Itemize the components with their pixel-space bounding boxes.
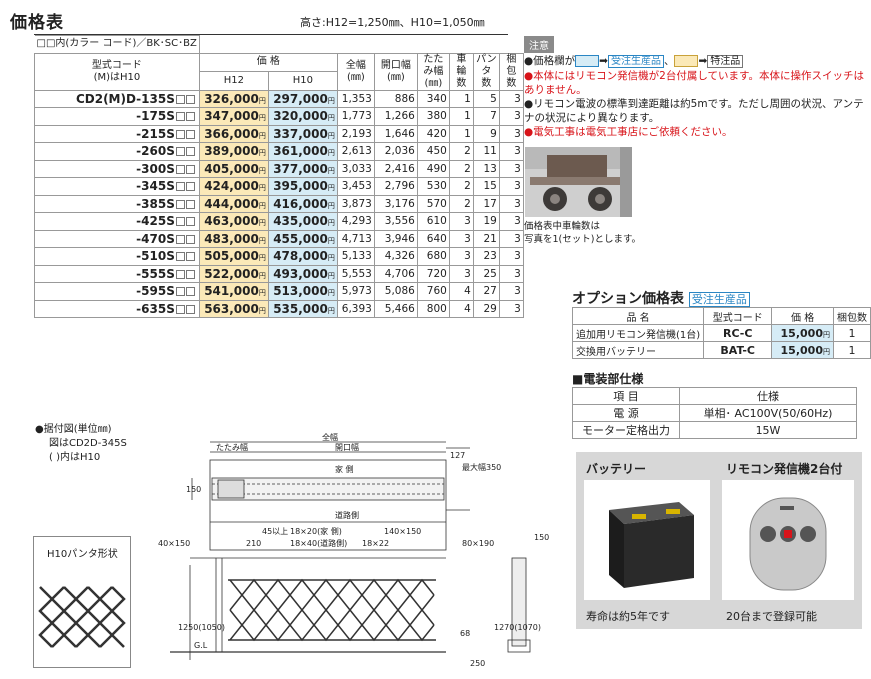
height-note: 高さ:H12=1,250㎜、H10=1,050㎜ [300, 16, 485, 29]
remote-label: リモコン発信機2台付 [726, 462, 843, 476]
panta-shape-box [33, 536, 131, 668]
label-210: 210 [246, 539, 261, 548]
label-350: 最大幅350 [462, 462, 501, 472]
title-rule [34, 34, 508, 35]
option-table: 品 名 型式コード 価 格 梱包数 追加用リモコン発信機(1台) RC-C 15… [571, 307, 871, 359]
label-45: 45以上 [262, 527, 288, 536]
notes-line2: ●本体にはリモコン発信機が2台付属しています。本体に操作スイッチはありません。 [524, 70, 864, 96]
notes-line3: ●リモコン電波の標準到達距離は約5mです。ただし周囲の状況、アンテナの状況により… [524, 98, 864, 124]
label-127: 127 [450, 451, 465, 460]
wheels-header: 車輪 数 [448, 52, 474, 91]
photo-caption: 価格表中車輪数は 写真を1(セット)とします。 [524, 221, 642, 245]
label-zenpuku: 全幅 [322, 432, 338, 442]
opening-header: 開口幅 (㎜) [373, 52, 418, 91]
label-tatami: たたみ幅 [216, 442, 248, 452]
remote-image [722, 480, 854, 600]
label-80x190: 80×190 [462, 539, 494, 548]
price-table: □□内(カラー コード)／BK･SC･BZ 型式コード(M)はH10 価 格 全… [34, 35, 524, 318]
label-kaiko: 開口幅 [335, 442, 359, 452]
label-140x150: 140×150 [384, 527, 421, 536]
label-150b: 150 [534, 533, 549, 542]
label-250: 250 [470, 659, 485, 668]
label-18x40: 18×40(道路側) [290, 538, 347, 548]
label-gl: G.L [194, 641, 208, 650]
label-18x20: 18×20(家 側) [290, 526, 342, 536]
label-1250: 1250(1050) [178, 623, 225, 632]
chip-blue [575, 55, 600, 67]
model-header: 型式コード(M)はH10 [34, 52, 200, 91]
wheel-photo [525, 147, 632, 217]
label-40x150: 40×150 [158, 539, 190, 548]
label-ie: 家 側 [335, 464, 354, 474]
battery-caption: 寿命は約5年です [586, 610, 670, 623]
label-150: 150 [186, 485, 201, 494]
page-title: 価格表 [10, 13, 64, 33]
battery-label: バッテリー [586, 462, 647, 476]
panta-header: パンタ 数 [472, 52, 500, 91]
notice-tag: 注意 [524, 36, 554, 53]
panta-shape-label: H10パンタ形状 [47, 549, 118, 560]
notes: ●価格欄が➡受注生産品、➡特注品 ●本体にはリモコン発信機が2台付属しています。… [524, 54, 864, 139]
spec-title: ■電装部仕様 [572, 372, 644, 386]
chip-yellow [674, 55, 699, 67]
label-18x22: 18×22 [362, 539, 389, 548]
installation-drawing: 全幅 たたみ幅 開口幅 家 側 道路側 150 127 最大幅350 45以上 … [158, 432, 549, 668]
color-code-note: □□内(カラー コード)／BK･SC･BZ [34, 35, 200, 54]
battery-image [584, 480, 710, 600]
option-tag: 受注生産品 [688, 292, 750, 307]
h12-header: H12 [198, 71, 269, 91]
label-1270: 1270(1070) [494, 623, 541, 632]
h10-header: H10 [267, 71, 338, 91]
total-width-header: 全幅 (㎜) [336, 52, 375, 91]
notes-line4: ●電気工事は電気工事店にご依頼ください。 [524, 126, 733, 138]
remote-caption: 20台まで登録可能 [726, 610, 817, 623]
option-title: オプション価格表 受注生産品 [572, 288, 750, 308]
price-header: 価 格 [198, 52, 338, 72]
drawing-note: ●据付図(単位㎜) 図はCD2D-345S ( )内はH10 [35, 424, 127, 463]
label-doro: 道路側 [335, 510, 359, 520]
notes-line1: ●価格欄が➡受注生産品、➡特注品 [524, 54, 864, 69]
packs-header: 梱包 数 [498, 52, 524, 91]
folded-header: たたみ幅 (㎜) [416, 52, 450, 91]
accessory-panel: バッテリー リモコン発信機2台付 寿命は約5年です 20台まで登録可能 [576, 452, 862, 629]
label-68: 68 [460, 629, 470, 638]
